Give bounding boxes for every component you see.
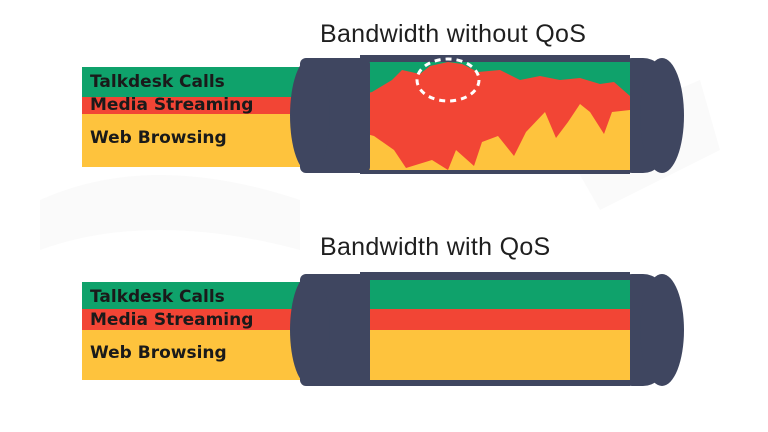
calls-band-top — [82, 67, 312, 97]
jacket-bottom-edge-top — [360, 170, 630, 174]
right-cap-end-bottom — [640, 274, 684, 386]
label-media-streaming-top: Media Streaming — [90, 95, 254, 115]
left-sleeve-end-bottom — [290, 274, 330, 386]
left-sleeve-end-top — [290, 58, 330, 173]
streaming-band-bottom — [82, 309, 312, 330]
tube-yellow-bottom — [352, 330, 630, 380]
cable-without-qos — [82, 55, 684, 174]
label-web-browsing-bottom: Web Browsing — [90, 343, 227, 363]
title-with-qos: Bandwidth with QoS — [320, 233, 551, 261]
jacket-bottom-edge-bottom — [360, 380, 630, 386]
cable-with-qos — [82, 272, 684, 386]
browsing-band-bottom — [82, 330, 312, 380]
tube-green-bottom — [352, 280, 630, 309]
tube-red-bottom — [352, 309, 630, 330]
right-cap-end-top — [640, 58, 684, 173]
label-talkdesk-calls-bottom: Talkdesk Calls — [90, 287, 225, 307]
label-web-browsing-top: Web Browsing — [90, 128, 227, 148]
title-without-qos: Bandwidth without QoS — [320, 20, 587, 48]
browsing-band-top — [82, 114, 312, 167]
calls-band-bottom — [82, 282, 312, 309]
jacket-top-edge-bottom — [360, 272, 630, 280]
label-talkdesk-calls-top: Talkdesk Calls — [90, 72, 225, 92]
label-media-streaming-bottom: Media Streaming — [90, 310, 254, 330]
congestion-highlight — [415, 57, 481, 103]
jacket-top-edge-top — [360, 55, 630, 62]
streaming-band-top — [82, 97, 312, 114]
